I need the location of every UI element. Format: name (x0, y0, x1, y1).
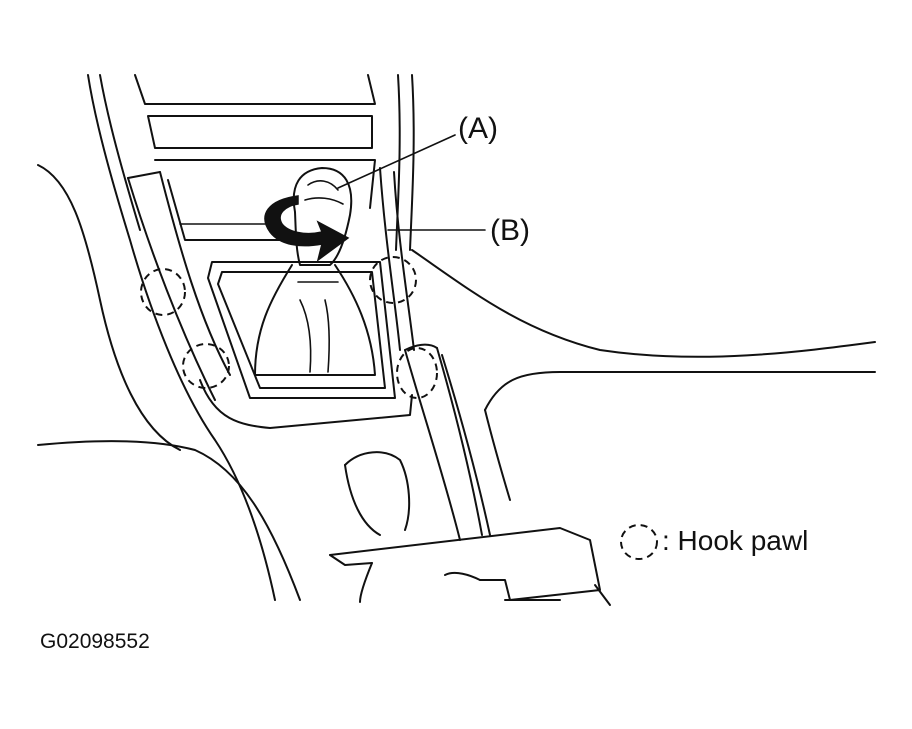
left-seat-outline (37, 164, 301, 601)
hook-pawl-marker (369, 256, 417, 304)
leader-line-a (337, 134, 456, 189)
right-trim-outline (411, 249, 876, 501)
callout-label-a: (A) (458, 112, 498, 145)
shift-knob (292, 167, 353, 266)
figure-id: G02098552 (40, 630, 150, 653)
boot-bezel (199, 261, 413, 429)
legend-text: : Hook pawl (662, 525, 808, 556)
callout-label-b: (B) (490, 214, 530, 247)
legend-hook-pawl-symbol (620, 524, 658, 560)
hook-pawl-marker (140, 268, 186, 316)
center-console (87, 74, 491, 601)
hook-pawl-marker (396, 347, 438, 399)
lower-console (329, 451, 611, 606)
hook-pawl-marker (182, 343, 230, 389)
rotation-arrow (264, 195, 350, 262)
legend: : Hook pawl (620, 524, 808, 560)
leader-lines (337, 134, 486, 231)
hook-pawl-markers (140, 256, 438, 399)
shift-boot (254, 264, 376, 376)
